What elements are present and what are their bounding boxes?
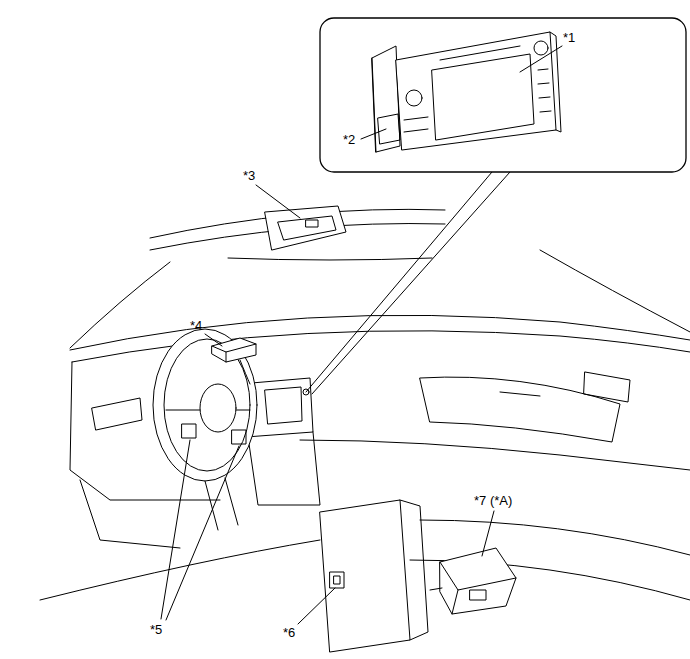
callout-number: *5 <box>150 622 162 637</box>
a-pillar <box>70 262 170 348</box>
steering-switch <box>232 430 246 444</box>
callout-number: *7 (*A) <box>474 493 512 508</box>
radio-knob <box>406 90 422 106</box>
inset-frame <box>320 18 686 172</box>
steering-hub <box>200 384 236 432</box>
floor-unit <box>440 548 516 614</box>
radio-face <box>396 32 556 150</box>
callout-number: *2 <box>343 132 355 147</box>
steering-column <box>205 478 238 530</box>
steering-switch <box>182 424 196 438</box>
leader-line <box>166 446 239 620</box>
leader-line <box>361 129 386 139</box>
knee-panel <box>80 480 180 548</box>
glove-box <box>420 377 620 442</box>
leader-line <box>482 511 494 556</box>
dashboard-face <box>300 440 690 470</box>
windshield-edge <box>228 258 432 260</box>
leader-line <box>298 588 335 624</box>
dash-unit <box>212 338 256 362</box>
callout-number: *4 <box>190 318 202 333</box>
center-stack-screen <box>265 387 302 424</box>
glove-box-handle <box>500 392 540 396</box>
radio-housing <box>372 58 376 152</box>
center-console <box>320 500 410 652</box>
radio-bracket <box>378 114 400 144</box>
radio-knob <box>534 41 548 55</box>
callout-number: *6 <box>283 625 295 640</box>
steering-wheel <box>153 329 257 481</box>
leader-line <box>256 185 300 218</box>
leader-line <box>520 46 562 72</box>
leader-line <box>161 440 190 619</box>
overhead-console <box>265 206 346 250</box>
overhead-console-detail <box>278 216 336 240</box>
radio-buttons <box>404 69 551 132</box>
door-sill <box>420 520 690 555</box>
a-pillar <box>540 250 690 332</box>
radio-screen <box>432 54 534 140</box>
console-component-detail <box>334 576 340 584</box>
callout-number: *1 <box>563 30 575 45</box>
air-vent <box>584 372 630 402</box>
inset-pointer <box>306 172 510 394</box>
dashboard-top <box>70 315 690 350</box>
steering-spoke <box>166 410 200 411</box>
leader-line <box>205 334 222 346</box>
floor-unit-port <box>470 590 486 600</box>
wire <box>240 360 250 384</box>
radio-face-edge <box>550 32 561 132</box>
center-console-edge <box>400 500 428 640</box>
console-component <box>330 572 344 588</box>
radio-slot <box>440 46 520 60</box>
air-vent <box>92 398 142 430</box>
center-stack-lower <box>248 432 320 505</box>
overhead-console-switch <box>306 220 318 227</box>
steering-spoke <box>236 410 250 411</box>
floor-line <box>40 540 320 600</box>
callout-number: *3 <box>243 168 255 183</box>
dash-unit-detail <box>212 344 256 362</box>
floor-unit-detail <box>440 562 516 614</box>
floor-unit-bracket <box>430 588 442 590</box>
